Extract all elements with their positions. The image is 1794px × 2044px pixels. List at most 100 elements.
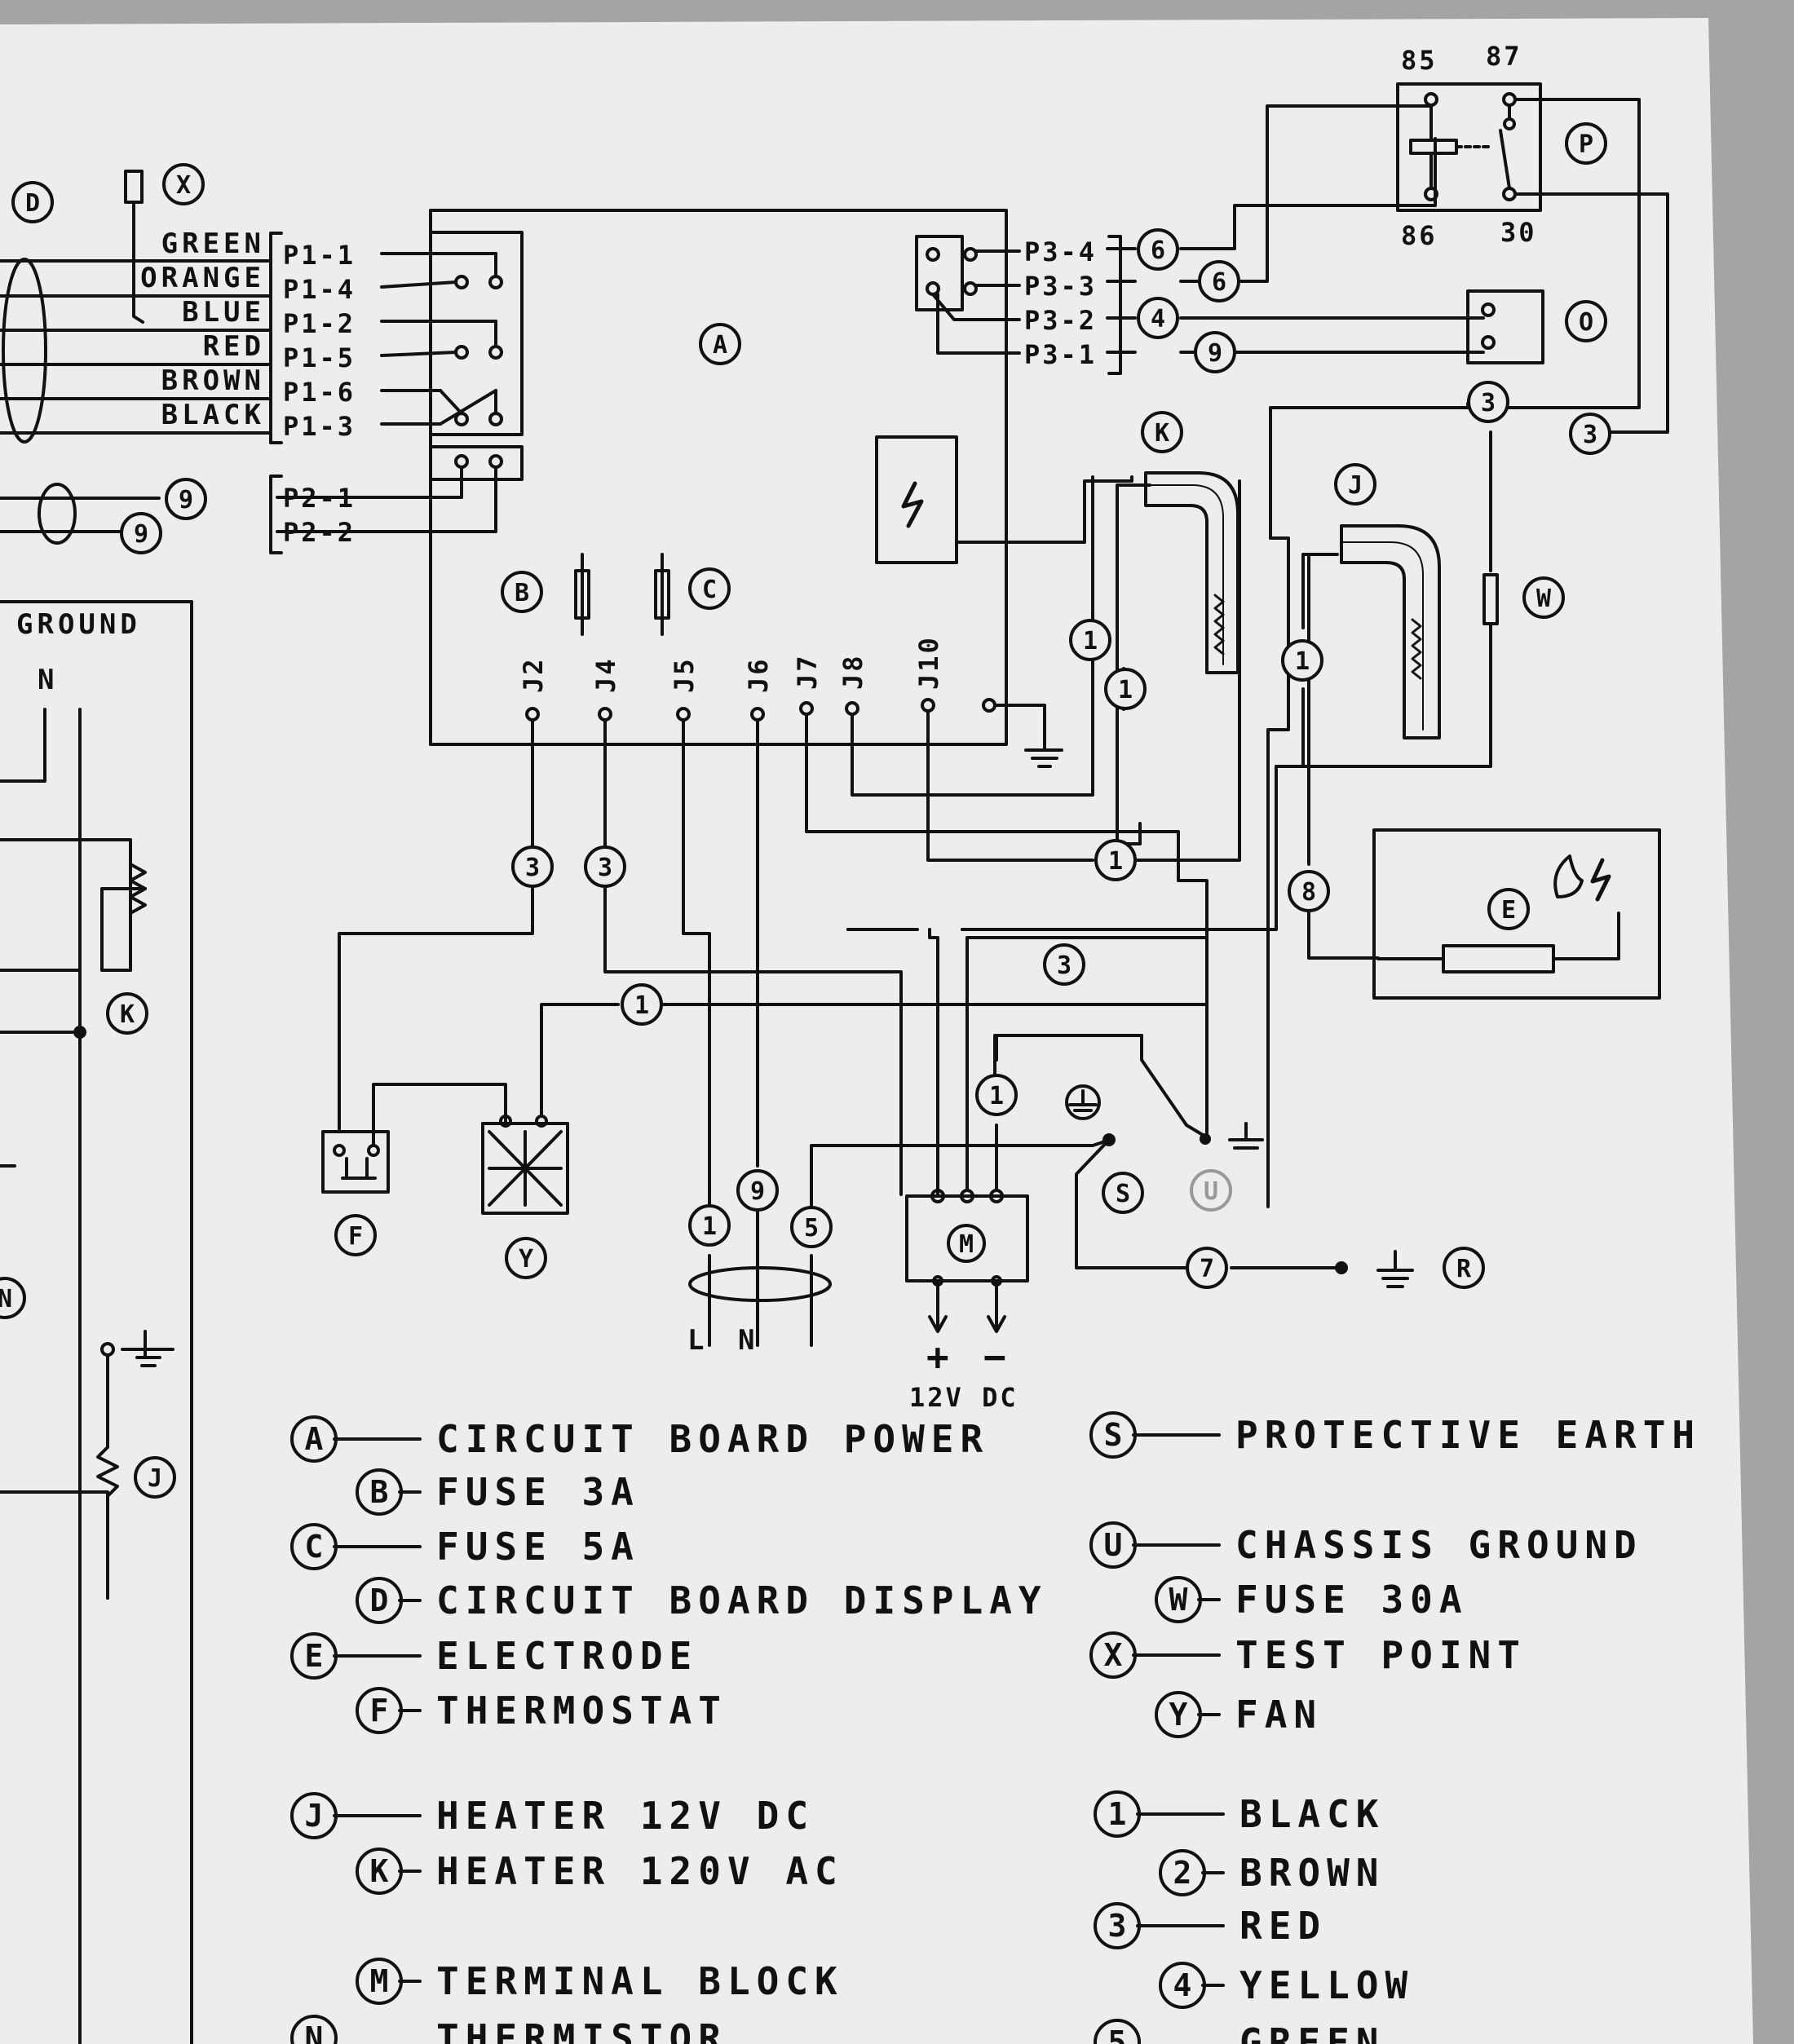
svg-text:O: O <box>1579 308 1593 337</box>
svg-text:1: 1 <box>1108 847 1123 876</box>
legend-bubble <box>356 1687 403 1734</box>
dc-label: 12V DC <box>909 1382 1019 1413</box>
svg-text:1: 1 <box>702 1212 717 1241</box>
label-x: X <box>162 163 205 205</box>
wire-num: 9 <box>736 1169 779 1212</box>
label-n-left: N <box>0 1277 26 1319</box>
wire-num: 7 <box>1186 1247 1228 1289</box>
mains-label-n: N <box>738 1324 757 1357</box>
wire-num: 9 <box>120 512 162 554</box>
label-j-left: J <box>134 1456 176 1499</box>
wire-num: 1 <box>621 983 663 1026</box>
svg-text:C: C <box>702 576 717 604</box>
legend-text: PROTECTIVE EARTH <box>1235 1413 1701 1457</box>
svg-text:D: D <box>25 189 40 218</box>
legend-bubble <box>356 1468 403 1516</box>
wire-num: 1 <box>975 1074 1018 1116</box>
wire-num: 3 <box>1569 413 1611 455</box>
svg-text:R: R <box>1456 1255 1472 1283</box>
pin-p2-2: P2-2 <box>283 517 356 548</box>
dc-plus: + <box>926 1335 952 1379</box>
wire-num: 1 <box>1069 619 1111 661</box>
svg-text:M: M <box>959 1230 974 1259</box>
svg-text:4: 4 <box>1151 305 1165 333</box>
pin-p3-4: P3-4 <box>1024 236 1097 267</box>
pin-p1-1: P1-1 <box>283 240 356 271</box>
label-p: P <box>1565 122 1607 165</box>
legend-text: HEATER 12V DC <box>436 1794 815 1838</box>
svg-text:K: K <box>1155 419 1169 448</box>
legend-text: RED <box>1239 1904 1327 1948</box>
svg-text:B: B <box>515 579 529 607</box>
legend-bubble <box>1089 1631 1137 1679</box>
legend-bubble <box>356 1577 403 1624</box>
legend-row-right-9: 5 GREEN <box>1094 2019 1385 2044</box>
wire-label-green: GREEN <box>161 227 265 260</box>
legend-bubble <box>290 1415 338 1463</box>
wire-num: 1 <box>1094 839 1137 881</box>
wire-label-blue: BLUE <box>182 296 265 329</box>
spark-module <box>875 435 958 564</box>
svg-text:3: 3 <box>1583 421 1597 449</box>
wire-label-black: BLACK <box>161 399 265 431</box>
svg-text:A: A <box>713 331 727 360</box>
pin-p1-5: P1-5 <box>283 342 356 373</box>
legend-bubble <box>290 1632 338 1680</box>
jack-j2: J2 <box>518 656 549 693</box>
legend-bubble <box>290 1523 338 1570</box>
wire-num: 3 <box>511 845 554 888</box>
svg-text:7: 7 <box>1200 1255 1214 1283</box>
label-k: K <box>1141 411 1183 453</box>
legend-letter: 4 <box>1173 1967 1192 2003</box>
legend-bubble <box>356 1958 403 2005</box>
svg-text:1: 1 <box>1083 627 1098 656</box>
legend-bubble <box>1089 1521 1137 1569</box>
label-o: O <box>1565 300 1607 342</box>
svg-text:J: J <box>1348 471 1363 500</box>
legend-bubble <box>1094 2019 1141 2044</box>
legend-letter: 5 <box>1108 2024 1127 2044</box>
pin-p3-2: P3-2 <box>1024 305 1097 336</box>
wire-num: 3 <box>584 845 626 888</box>
pin-p1-2: P1-2 <box>283 308 356 339</box>
svg-text:9: 9 <box>134 520 148 549</box>
legend-text: TERMINAL BLOCK <box>436 1959 844 2003</box>
legend-letter: D <box>370 1583 389 1618</box>
svg-text:1: 1 <box>634 991 649 1020</box>
legend-text: GREEN <box>1239 2020 1385 2044</box>
svg-text:U: U <box>1204 1177 1218 1206</box>
relay-pin-87: 87 <box>1486 41 1522 72</box>
legend-text: HEATER 120V AC <box>436 1849 844 1893</box>
relay-pin-86: 86 <box>1401 220 1438 251</box>
legend-text: YELLOW <box>1239 1963 1414 2007</box>
label-s: S <box>1102 1172 1144 1214</box>
legend-letter: J <box>305 1798 324 1834</box>
legend-text: ELECTRODE <box>436 1634 698 1678</box>
label-c: C <box>688 567 731 610</box>
legend-letter: 1 <box>1108 1796 1127 1832</box>
legend-letter: B <box>370 1474 389 1510</box>
legend-letter: 2 <box>1173 1855 1192 1891</box>
legend-text: FAN <box>1235 1693 1323 1737</box>
dc-minus: − <box>983 1335 1009 1379</box>
wire-num: 4 <box>1137 297 1179 339</box>
mains-label-l: L <box>687 1324 706 1357</box>
label-b: B <box>501 571 543 613</box>
legend-letter: N <box>305 2020 324 2044</box>
legend-text: CHASSIS GROUND <box>1235 1523 1643 1567</box>
pin-p1-3: P1-3 <box>283 411 356 442</box>
label-w: W <box>1522 576 1565 619</box>
relay-pin-30: 30 <box>1500 217 1537 248</box>
wire-num: 3 <box>1043 943 1085 986</box>
